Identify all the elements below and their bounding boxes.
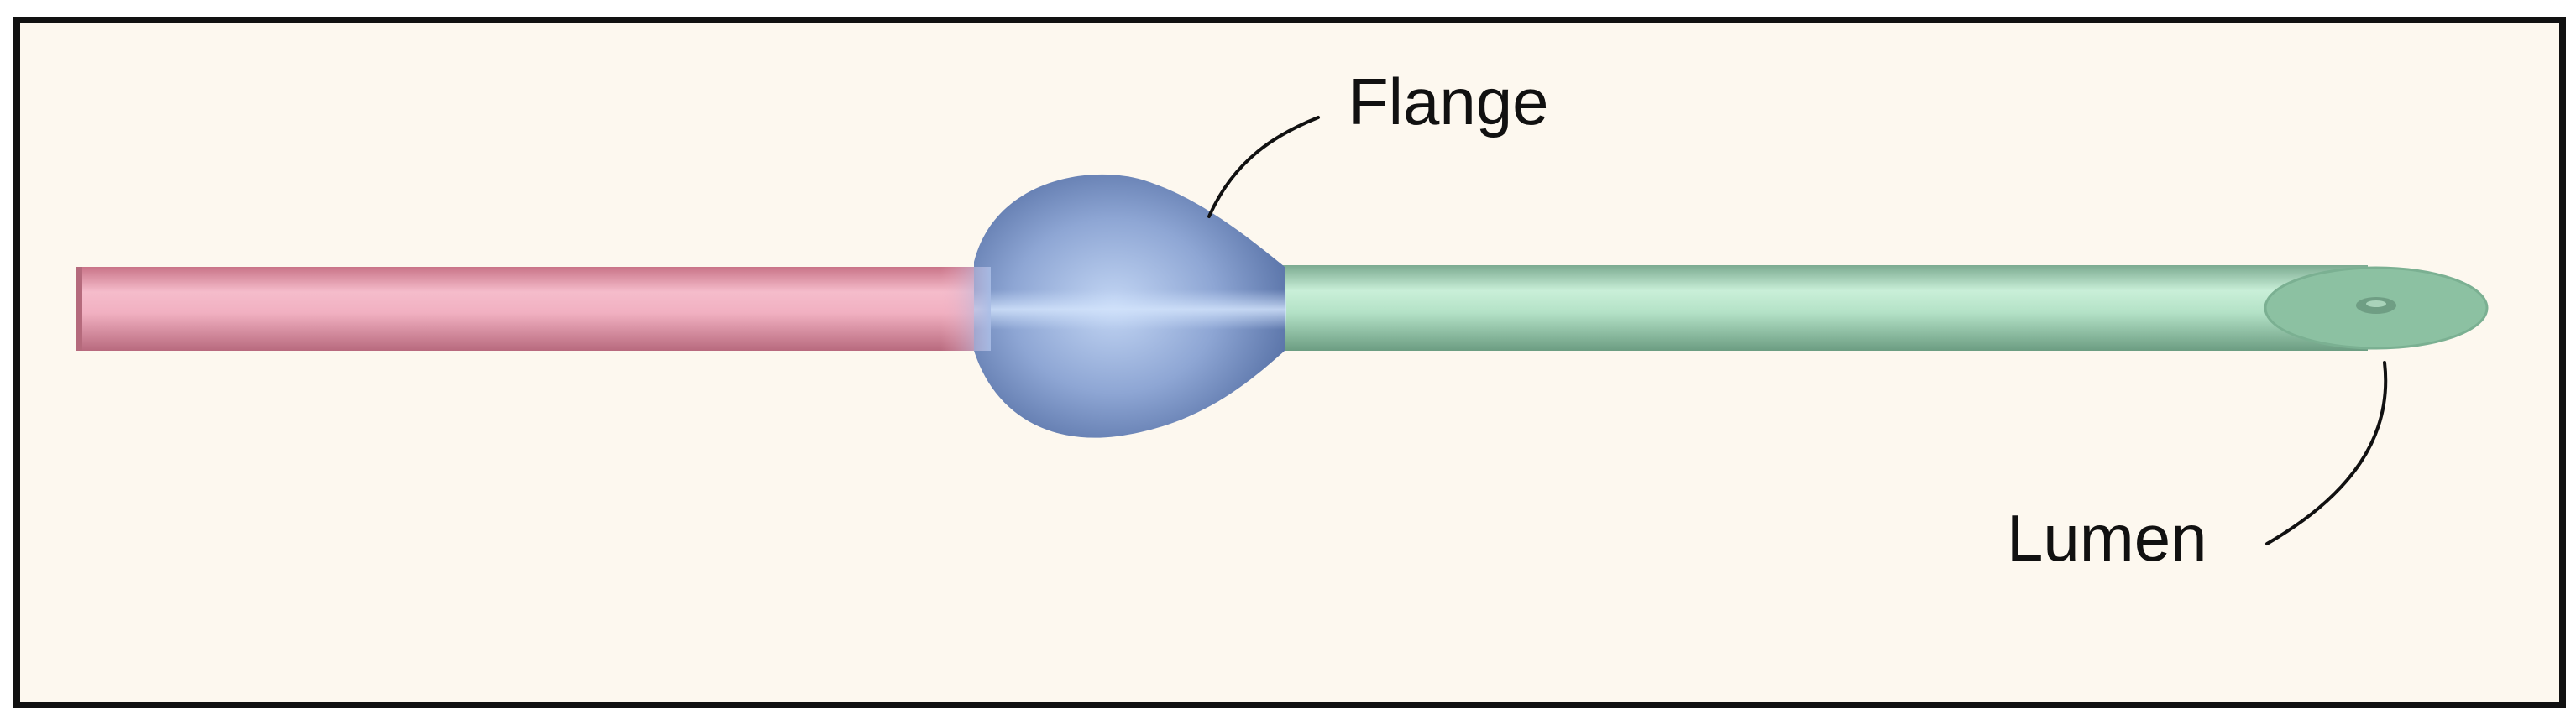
proximal-tube bbox=[77, 267, 986, 351]
tube-flange-blend bbox=[940, 267, 991, 351]
lumen-leader-line bbox=[2265, 361, 2388, 545]
distal-tube bbox=[1276, 265, 2368, 351]
lumen-hole-inner bbox=[2366, 300, 2386, 307]
proximal-tube-end-cap bbox=[76, 267, 82, 351]
flange-highlight-band bbox=[974, 289, 1286, 330]
lumen-label: Lumen bbox=[2007, 501, 2207, 575]
flange-leader-line bbox=[1207, 116, 1320, 218]
flange-label: Flange bbox=[1348, 65, 1549, 138]
